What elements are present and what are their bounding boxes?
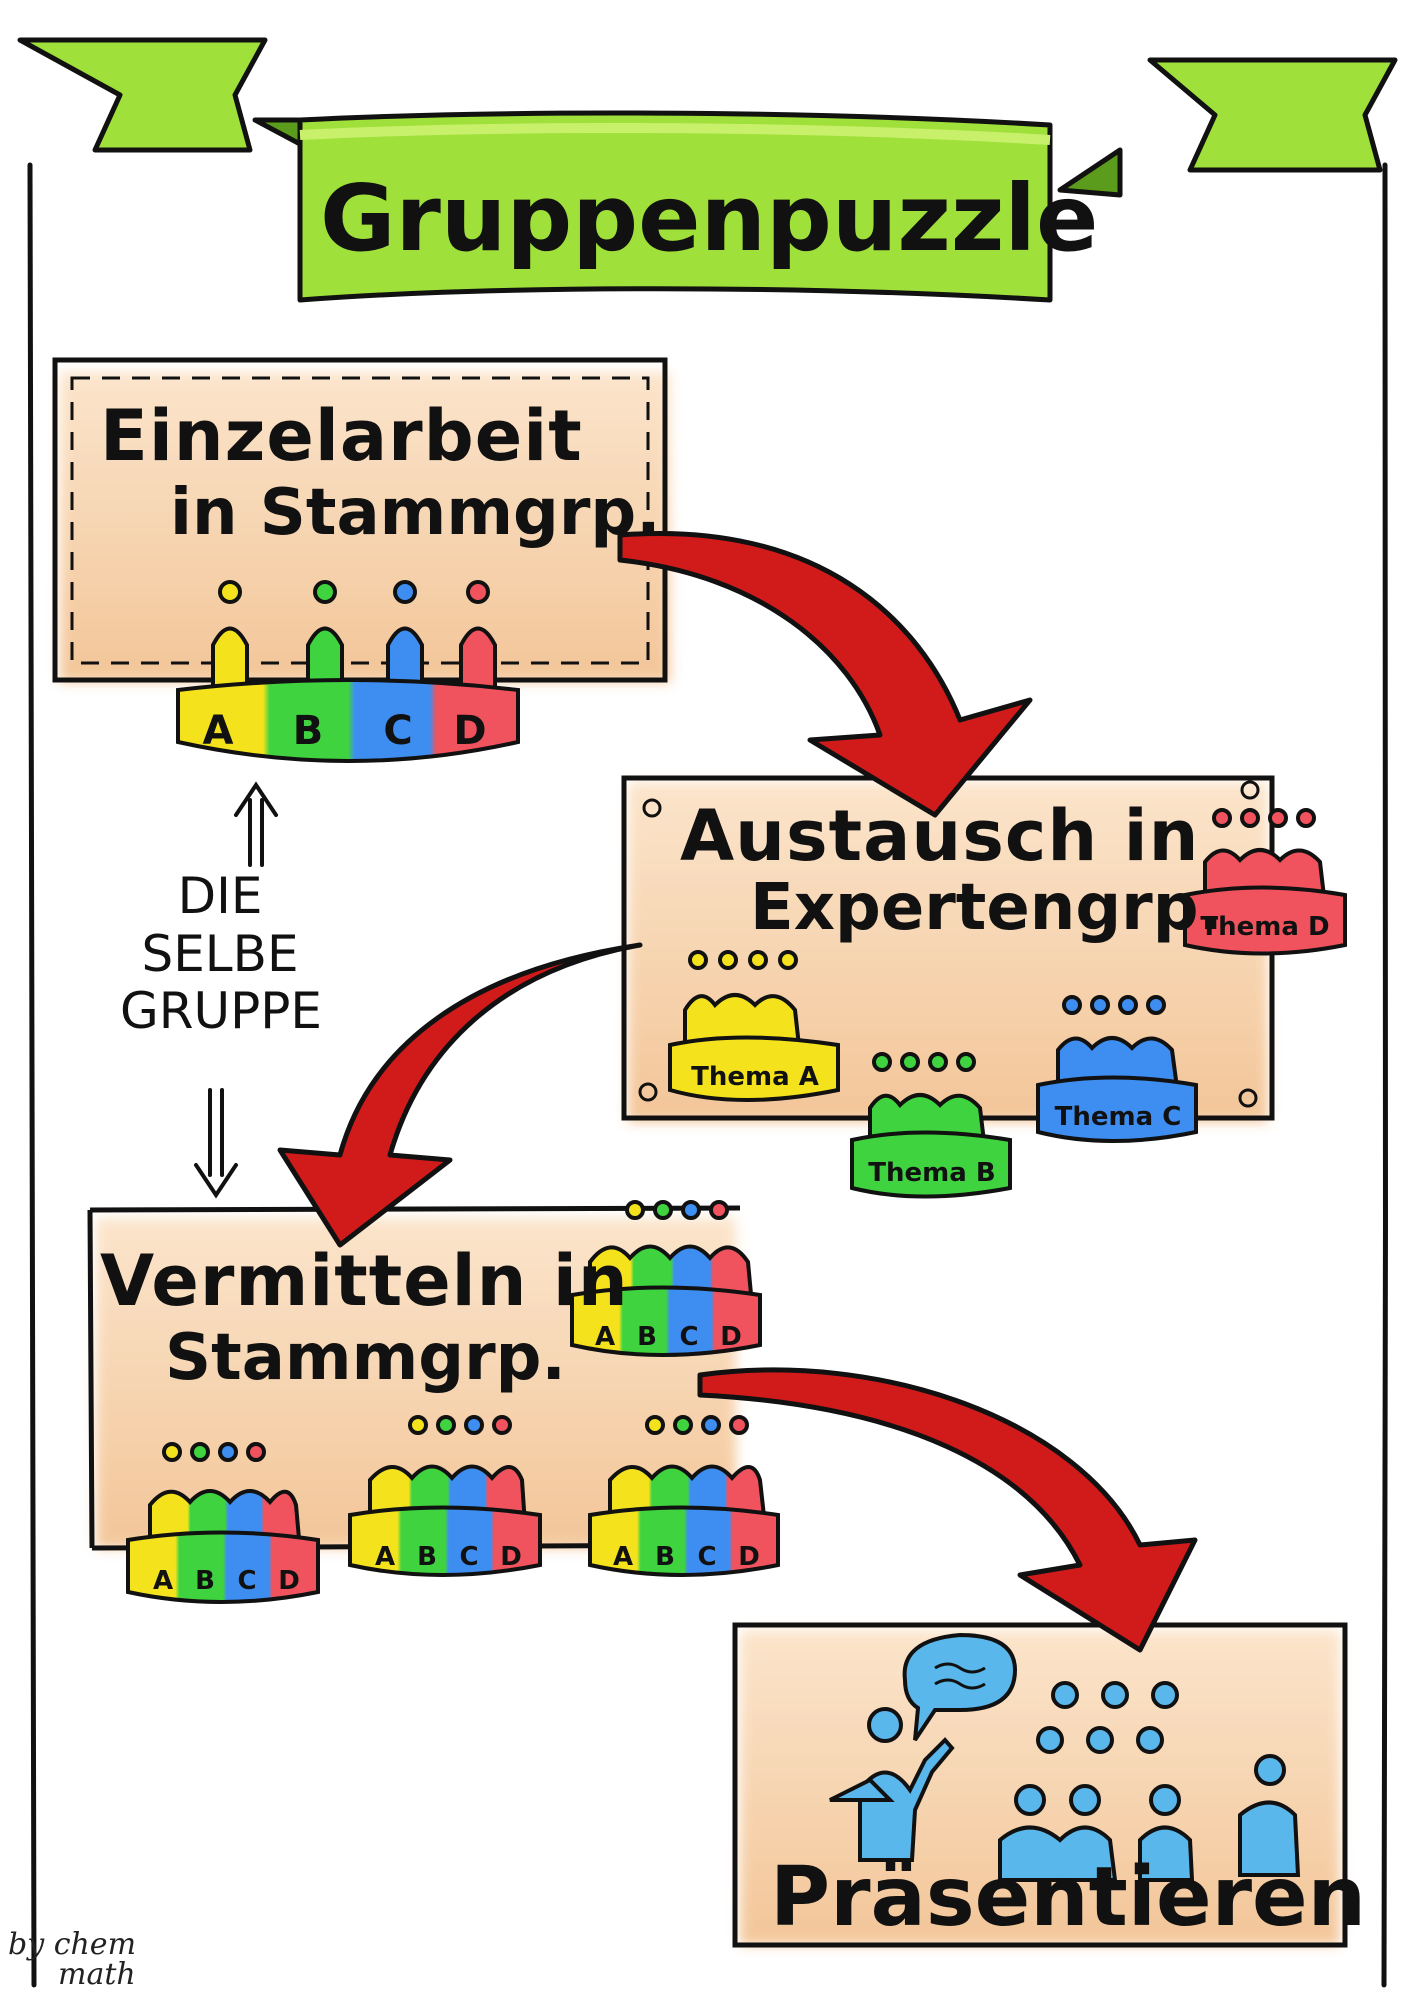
expert-group-a xyxy=(668,950,840,1102)
seat-letter-d: D xyxy=(453,708,487,754)
seat-letter: D xyxy=(720,1322,742,1352)
box-praesentieren xyxy=(732,1622,1348,1948)
step2-line1: Austausch in xyxy=(680,795,1200,877)
seat-letter: A xyxy=(152,1566,174,1596)
seat-letter: C xyxy=(459,1542,479,1572)
arrow-1 xyxy=(617,531,1033,818)
arrow-2 xyxy=(277,942,643,1248)
double-arrows xyxy=(194,781,278,1199)
seat-letter: B xyxy=(637,1322,657,1352)
step1-line1: Einzelarbeit xyxy=(100,395,583,477)
seat-letter: D xyxy=(738,1542,760,1572)
mixed-group-1 xyxy=(570,1200,762,1357)
step3-line1: Vermitteln in xyxy=(100,1240,629,1322)
seat-letter: B xyxy=(195,1566,215,1596)
step1-line2: in Stammgrp. xyxy=(170,476,661,550)
side-note: DIE SELBE GRUPPE xyxy=(120,867,322,1041)
expert-group-b xyxy=(850,1052,1012,1199)
seat-letter: C xyxy=(697,1542,717,1572)
page-title: Gruppenpuzzle xyxy=(320,165,1099,272)
mixed-group-3 xyxy=(348,1415,542,1577)
title-banner xyxy=(17,37,1398,303)
seat-letter: C xyxy=(237,1566,257,1596)
seat-letter: A xyxy=(612,1542,634,1572)
seat-letter: A xyxy=(594,1322,616,1352)
seat-letter: D xyxy=(500,1542,522,1572)
step4-title: Präsentieren xyxy=(770,1850,1367,1945)
seat-letter-c: C xyxy=(383,708,413,754)
expert-group-c xyxy=(1036,995,1198,1143)
topic-tag-a: Thema A xyxy=(691,1062,819,1092)
speech-bubble-icon xyxy=(902,1632,1018,1742)
seat-letter: B xyxy=(417,1542,437,1572)
expert-group-d xyxy=(1183,808,1347,956)
presenter-scene xyxy=(829,1632,1301,1882)
page-frame xyxy=(27,162,1389,1988)
seat-letter: B xyxy=(655,1542,675,1572)
side-note-line: SELBE xyxy=(141,924,299,983)
flow-arrows xyxy=(277,531,1198,1653)
seat-letter: C xyxy=(679,1322,699,1352)
seat-letter: A xyxy=(374,1542,396,1572)
topic-tag-b: Thema B xyxy=(868,1158,996,1188)
side-note-line: DIE xyxy=(177,867,263,925)
topic-tag-d: Thema D xyxy=(1200,912,1330,942)
step3-line2: Stammgrp. xyxy=(165,1321,566,1395)
credit-line1: by chem xyxy=(8,1927,137,1962)
seat-letter-a: A xyxy=(202,708,234,754)
credit-line2: math xyxy=(58,1957,136,1992)
mixed-group-2 xyxy=(126,1442,320,1604)
arrow-3 xyxy=(697,1367,1198,1653)
stammgruppe-group xyxy=(176,580,520,763)
seat-letter-b: B xyxy=(292,708,324,754)
credit-logo: by chem math xyxy=(8,1930,136,1990)
box-einzelarbeit xyxy=(52,357,670,683)
side-note-line: GRUPPE xyxy=(120,982,322,1040)
step2-line2: Expertengrp. xyxy=(750,871,1223,945)
topic-tag-c: Thema C xyxy=(1054,1102,1182,1132)
mixed-group-4 xyxy=(588,1415,780,1577)
seat-letter: D xyxy=(278,1566,300,1596)
